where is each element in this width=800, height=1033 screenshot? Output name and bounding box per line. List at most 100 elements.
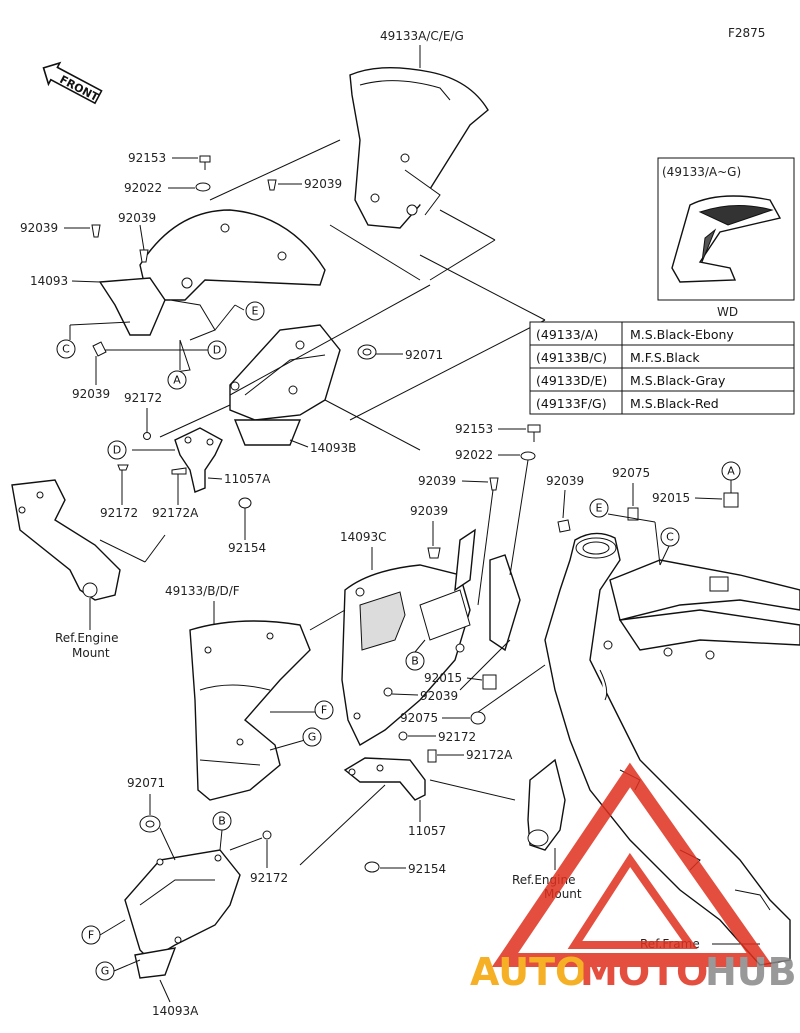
- svg-text:F: F: [88, 929, 94, 942]
- bolt-92172a-icon: [427, 749, 437, 763]
- bolt-92172-icon: [398, 731, 408, 741]
- svg-text:G: G: [308, 731, 317, 744]
- label-49133bdf: 49133/B/D/F: [165, 584, 240, 598]
- clip-92039-icon: [489, 477, 499, 491]
- label-92071-b: 92071: [127, 776, 165, 790]
- clip-92039-icon: [139, 249, 149, 263]
- bracket-11057-part: [343, 757, 426, 801]
- bolt-92172-icon: [262, 830, 272, 840]
- label-92172a-b: 92172A: [152, 506, 199, 520]
- label-92075-b: 92075: [400, 711, 438, 725]
- grommet-92075-icon: [470, 711, 486, 725]
- label-14093c: 14093C: [340, 530, 387, 544]
- bolt-92172-icon: [143, 432, 151, 440]
- clip-92039-icon: [557, 519, 571, 533]
- cover-14093-part: [98, 209, 326, 373]
- screw-92153-icon: [527, 424, 541, 442]
- svg-text:B: B: [411, 655, 419, 668]
- ref-engine-mount-left-1: Ref.Engine: [55, 631, 118, 645]
- table-code-3: (49133F/G): [536, 396, 607, 411]
- svg-text:C: C: [666, 531, 674, 544]
- clip-92039-icon: [427, 547, 441, 559]
- label-14093: 14093: [30, 274, 68, 288]
- label-92022-a: 92022: [124, 181, 162, 195]
- svg-text:D: D: [113, 444, 121, 457]
- front-arrow-icon: FRONT: [42, 61, 103, 104]
- inset-title: (49133/A~G): [662, 165, 741, 179]
- svg-text:C: C: [62, 343, 70, 356]
- label-92039-b: 92039: [118, 211, 156, 225]
- callout-b-1: B: [405, 651, 425, 671]
- screw-92153-icon: [199, 155, 211, 170]
- figure-code: F2875: [728, 26, 765, 40]
- callout-d-1: D: [207, 340, 227, 360]
- label-92172a-c: 92172A: [466, 748, 513, 762]
- label-14093a: 14093A: [152, 1004, 199, 1018]
- svg-text:B: B: [218, 815, 226, 828]
- bolt-92172-icon: [117, 464, 129, 471]
- label-92039-g: 92039: [410, 504, 448, 518]
- label-92172-a: 92172: [124, 391, 162, 405]
- callout-b-2: B: [212, 811, 232, 831]
- label-11057a: 11057A: [224, 472, 271, 486]
- svg-text:D: D: [213, 344, 221, 357]
- label-92153-b: 92153: [455, 422, 493, 436]
- label-92172-c: 92172: [438, 730, 476, 744]
- clip-92039-icon: [383, 687, 393, 697]
- svg-text:A: A: [727, 465, 735, 478]
- cover-14093b-part: [229, 324, 341, 446]
- label-92075-a: 92075: [612, 466, 650, 480]
- table-code-0: (49133/A): [536, 327, 598, 342]
- callout-c-2: C: [660, 527, 680, 547]
- ref-engine-mount-left-2: Mount: [72, 646, 110, 660]
- callout-f-2: F: [81, 925, 101, 945]
- callout-g-1: G: [302, 727, 322, 747]
- cover-14093a-part: [124, 849, 241, 979]
- label-92022-b: 92022: [455, 448, 493, 462]
- bolt-92172a-icon: [171, 467, 187, 475]
- callout-d-2: D: [107, 440, 127, 460]
- callout-g-2: G: [95, 961, 115, 981]
- label-92039-c: 92039: [20, 221, 58, 235]
- label-92071-a: 92071: [405, 348, 443, 362]
- washer-92154-icon: [364, 861, 380, 873]
- panel-14093c-part: [341, 528, 521, 746]
- shroud-lower-part: [189, 620, 311, 801]
- table-color-1: M.F.S.Black: [630, 350, 700, 365]
- label-92039-e: 92039: [418, 474, 456, 488]
- svg-text:F: F: [321, 704, 327, 717]
- callout-c-1: C: [56, 339, 76, 359]
- label-92039-h: 92039: [420, 689, 458, 703]
- front-label: FRONT: [57, 73, 101, 104]
- shroud-upper-part: [349, 66, 489, 229]
- callout-e-2: E: [589, 498, 609, 518]
- inset-shroud-part: [671, 195, 782, 283]
- label-11057: 11057: [408, 824, 446, 838]
- watermark-moto: MOTO: [580, 950, 708, 994]
- watermark-logo: AUTO MOTO HUB: [470, 762, 797, 994]
- washer-92022-icon: [195, 182, 211, 192]
- label-92039-d: 92039: [72, 387, 110, 401]
- clip-92039-icon: [91, 224, 101, 238]
- collar-92015-icon: [482, 674, 497, 690]
- engine-mount-right-part: [527, 758, 566, 851]
- label-92153-a: 92153: [128, 151, 166, 165]
- label-92039-a: 92039: [304, 177, 342, 191]
- label-92154-b: 92154: [408, 862, 446, 876]
- grommet-92075-icon: [627, 507, 639, 521]
- grommet-92071-icon: [139, 815, 161, 833]
- svg-text:E: E: [252, 305, 259, 318]
- label-92172-b: 92172: [100, 506, 138, 520]
- color-table: (49133/A) M.S.Black-Ebony (49133B/C) M.F…: [529, 321, 795, 415]
- engine-mount-left-part: [11, 479, 121, 601]
- table-color-2: M.S.Black-Gray: [630, 373, 726, 388]
- clip-92039-icon: [267, 179, 277, 191]
- svg-text:G: G: [101, 965, 110, 978]
- callout-a-1: A: [167, 370, 187, 390]
- callout-a-2: A: [721, 461, 741, 481]
- svg-text:E: E: [596, 502, 603, 515]
- frame-part: [544, 532, 800, 966]
- bracket-11057a-part: [174, 427, 223, 493]
